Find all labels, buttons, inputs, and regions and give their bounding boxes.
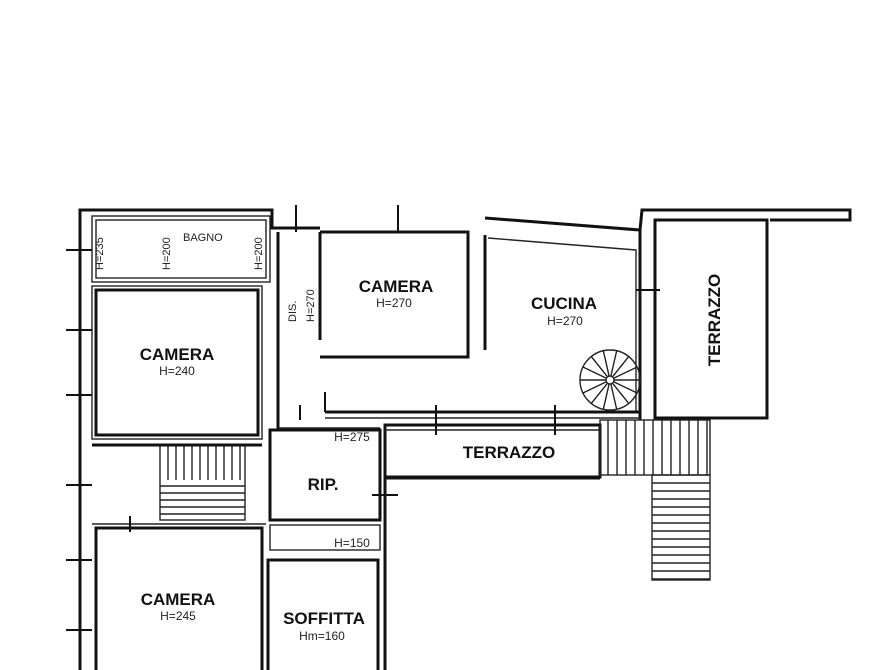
spiral-step (611, 382, 630, 404)
bagno-height-right: H=200 (253, 237, 265, 270)
bagno-room (91, 215, 271, 283)
window-ticks (66, 205, 660, 631)
camera-center-room (318, 230, 470, 359)
camera-center-label: CAMERA (359, 277, 434, 296)
camera-bottom-left-room (92, 443, 266, 670)
spiral-step (582, 381, 607, 394)
soffitta-height: Hm=160 (299, 629, 345, 643)
internal-staircase (159, 444, 246, 521)
camera-bottom-left-height: H=245 (160, 609, 196, 623)
spiral-staircase (579, 349, 641, 411)
bagno-height-left: H=235 (94, 237, 106, 270)
dis-corridor (276, 232, 380, 430)
external-staircase (599, 419, 711, 581)
spiral-step (610, 350, 618, 377)
dis-height: H=270 (305, 289, 317, 322)
room-labels: BAGNO H=235 H=200 H=200 CAMERA H=240 CAM… (94, 232, 724, 643)
spiral-step (602, 383, 610, 410)
spiral-step (611, 356, 630, 378)
bagno-label: BAGNO (183, 232, 223, 244)
spiral-step (602, 350, 610, 377)
terrazzo-middle-label: TERRAZZO (463, 443, 556, 462)
camera-bottom-left-label: CAMERA (141, 590, 216, 609)
rip-label: RIP. (308, 475, 339, 494)
spiral-step (613, 381, 638, 394)
spiral-step (613, 366, 638, 379)
rip-room (268, 428, 382, 551)
cucina-label: CUCINA (531, 294, 597, 313)
spiral-step (590, 356, 609, 378)
camera-top-left-height: H=240 (159, 364, 195, 378)
cucina-room (325, 235, 640, 419)
camera-top-left-label: CAMERA (140, 345, 215, 364)
spiral-step (610, 383, 618, 410)
soffitta-room (266, 558, 380, 670)
spiral-step (582, 366, 607, 379)
terrazzo-right-area (653, 218, 769, 420)
camera-top-left-room (91, 285, 263, 440)
bagno-height-mid: H=200 (161, 237, 173, 270)
terrazzo-right-label: TERRAZZO (705, 274, 724, 367)
soffitta-label: SOFFITTA (283, 609, 365, 628)
cucina-height: H=270 (547, 314, 583, 328)
dis-label: DIS. (287, 301, 299, 322)
corridor-height: H=275 (334, 430, 370, 444)
rip-below-height: H=150 (334, 536, 370, 550)
spiral-step (590, 382, 609, 404)
camera-center-height: H=270 (376, 296, 412, 310)
